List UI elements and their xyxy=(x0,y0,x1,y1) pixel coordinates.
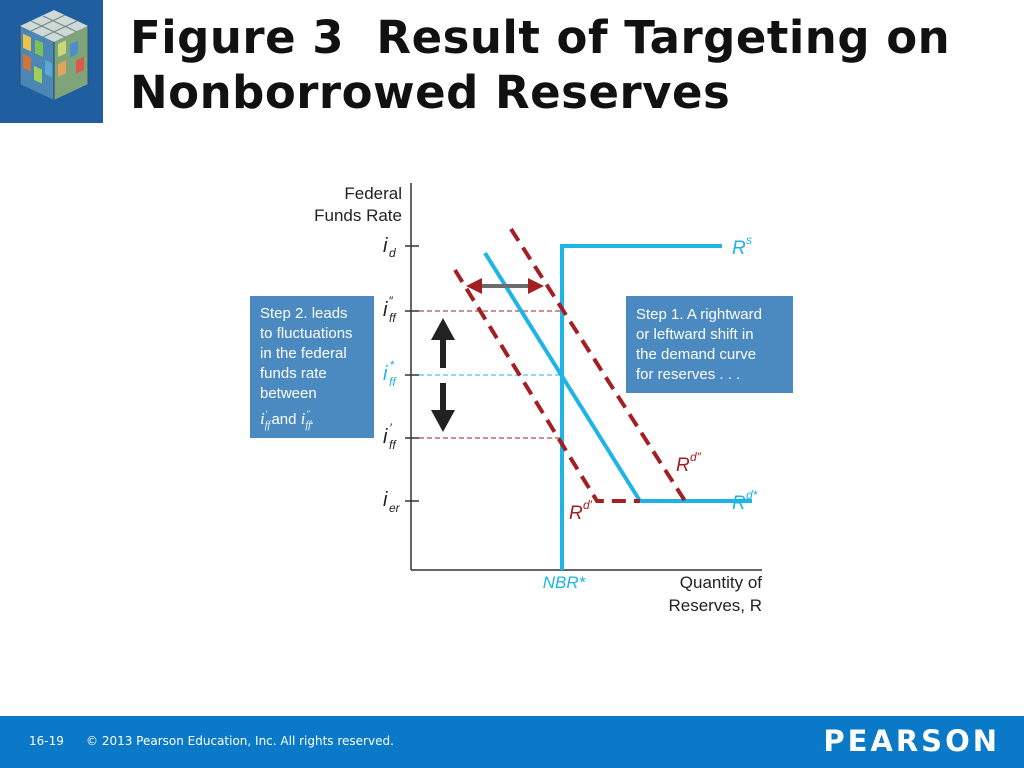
step2-line1: Step 2. leads xyxy=(260,305,348,322)
step2-and: and xyxy=(271,411,297,428)
curve-label-rs-base: R xyxy=(732,238,746,259)
curve-label-rd-high: R d″ xyxy=(676,450,702,476)
nbr-label: NBR* xyxy=(543,573,587,592)
step1-line1: Step 1. A rightward xyxy=(636,306,762,323)
rate-label-id-base: i xyxy=(383,235,388,257)
rate-label-iff-star-base: i xyxy=(383,363,388,385)
rate-label-iff-low-base: i xyxy=(383,426,388,448)
curve-label-rd-low: R d′ xyxy=(569,498,593,524)
rate-label-ier: i er xyxy=(383,489,401,515)
step2-var-high: iff″ xyxy=(300,409,311,431)
pearson-logo: PEARSON xyxy=(823,724,1000,758)
page-number: 16-19 xyxy=(29,734,64,748)
curve-label-rd-high-sup: d″ xyxy=(690,450,702,464)
x-axis-label-line1: Quantity of xyxy=(680,573,762,592)
rate-label-iff-low-sub: ff xyxy=(389,438,397,452)
step2-line3: in the federal xyxy=(260,345,347,362)
curve-label-rs-sup: s xyxy=(746,233,752,247)
rate-label-iff-star-sub: ff xyxy=(389,375,397,389)
rate-label-iff-high-base: i xyxy=(383,299,388,321)
footer-bar: 16-19 © 2013 Pearson Education, Inc. All… xyxy=(0,716,1024,768)
step1-line2: or leftward shift in xyxy=(636,326,754,343)
reserves-market-diagram: Federal Funds Rate i d i ff ″ i ff * i f… xyxy=(314,183,762,615)
rate-label-ier-sub: er xyxy=(389,501,401,515)
step2-period: . xyxy=(309,411,314,428)
slide-title-line2: Nonborrowed Reserves xyxy=(130,66,731,119)
rate-label-iff-star-sup: * xyxy=(390,358,395,372)
rate-fluctuation-arrow xyxy=(431,318,455,432)
slide-title: Figure 3 Result of Targeting on Nonborro… xyxy=(130,10,1010,120)
step2-callout: Step 2. leads to fluctuations in the fed… xyxy=(250,296,374,438)
demand-curve-rd-low xyxy=(453,268,640,503)
rate-label-iff-star: i ff * xyxy=(383,358,397,389)
y-axis-label-line2: Funds Rate xyxy=(314,206,402,225)
rate-label-iff-high: i ff ″ xyxy=(383,294,397,325)
rate-label-id-sub: d xyxy=(389,246,396,260)
curve-label-rd-star: R d* xyxy=(732,488,758,514)
rate-label-ier-base: i xyxy=(383,489,388,511)
supply-curve-rs xyxy=(560,244,722,570)
curve-label-rs: R s xyxy=(732,233,752,259)
curve-label-rd-star-sup: d* xyxy=(746,488,758,502)
y-axis-label-line1: Federal xyxy=(344,184,402,203)
rate-label-iff-high-sup: ″ xyxy=(389,294,394,308)
demand-curve-rd-high xyxy=(509,227,687,503)
rubiks-cube-logo-icon xyxy=(0,0,103,123)
demand-shift-arrow xyxy=(466,278,544,294)
rate-label-iff-low: i ff ′ xyxy=(383,421,397,452)
logo-cube xyxy=(0,0,103,123)
step1-callout: Step 1. A rightward or leftward shift in… xyxy=(626,296,793,393)
rate-label-iff-low-sup: ′ xyxy=(390,421,393,435)
step2-line2: to fluctuations xyxy=(260,325,353,342)
curve-label-rd-low-base: R xyxy=(569,503,583,524)
step2-line4: funds rate xyxy=(260,365,327,382)
step2-line6: iff′ and iff″. xyxy=(260,404,364,436)
step1-line3: the demand curve xyxy=(636,346,757,363)
step2-var-low: iff′ xyxy=(260,409,271,431)
step1-line4: for reserves . . . xyxy=(636,366,741,383)
curve-label-rd-low-sup: d′ xyxy=(583,498,593,512)
curve-label-rd-high-base: R xyxy=(676,455,690,476)
copyright-notice: © 2013 Pearson Education, Inc. All right… xyxy=(86,734,394,748)
rate-label-iff-high-sub: ff xyxy=(389,311,397,325)
rate-label-id: i d xyxy=(383,235,396,260)
step2-line5: between xyxy=(260,385,317,402)
x-axis-label-line2: Reserves, R xyxy=(668,596,762,615)
curve-label-rd-star-base: R xyxy=(732,493,746,514)
slide-title-line1: Figure 3 Result of Targeting on xyxy=(130,11,951,64)
